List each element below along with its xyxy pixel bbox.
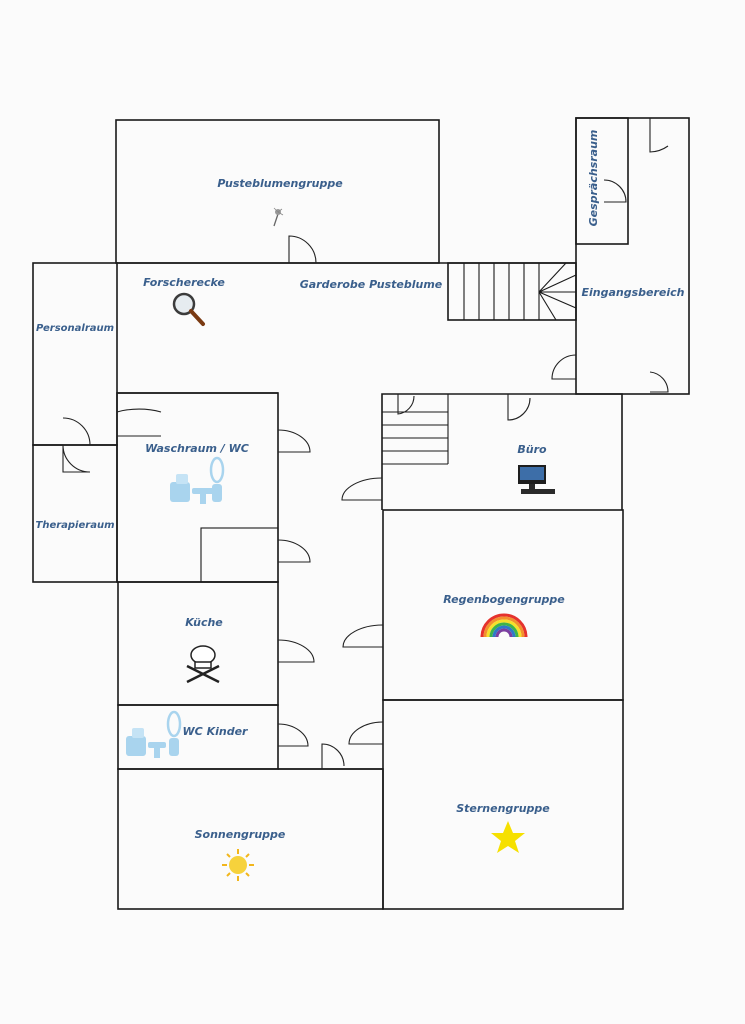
stairs-upper <box>447 262 577 321</box>
label-therapieraum: Therapieraum <box>36 520 115 531</box>
room-therapieraum <box>32 444 118 583</box>
label-sonnengruppe: Sonnengruppe <box>195 828 286 841</box>
label-kueche: Küche <box>185 616 223 629</box>
waschraum-cabin <box>200 527 279 583</box>
label-gespraechsraum: Gesprächsraum <box>587 130 600 227</box>
wall-buero <box>381 393 623 510</box>
rainbow-icon <box>480 613 528 638</box>
star-icon <box>491 821 525 853</box>
label-buero: Büro <box>517 443 547 456</box>
dandelion-icon <box>273 207 284 227</box>
room-eingangsbereich <box>575 117 690 395</box>
room-sternengruppe <box>382 699 624 910</box>
doors <box>62 118 669 769</box>
label-regenbogengruppe: Regenbogengruppe <box>443 593 565 606</box>
magnifier-icon <box>172 292 205 326</box>
toilet-icon <box>126 710 182 758</box>
label-eingangsbereich: Eingangsbereich <box>581 286 684 299</box>
toilet-icon <box>170 456 225 504</box>
room-pusteblumengruppe <box>115 119 440 264</box>
room-labels: Pusteblumengruppe Gesprächsraum Forscher… <box>36 130 685 841</box>
label-forscherecke: Forscherecke <box>143 276 225 289</box>
room-kueche <box>117 581 279 706</box>
chef-icon <box>186 645 220 684</box>
room-gespraechsraum <box>575 117 629 245</box>
label-sternengruppe: Sternengruppe <box>456 802 550 815</box>
label-personalraum: Personalraum <box>36 323 114 334</box>
room-personalraum <box>32 262 118 446</box>
room-waschraum <box>116 392 279 583</box>
walls <box>32 117 690 910</box>
sun-icon <box>222 849 254 881</box>
label-wc-kinder: WC Kinder <box>183 725 248 738</box>
label-pusteblumengruppe: Pusteblumengruppe <box>217 177 343 190</box>
computer-icon <box>518 465 555 494</box>
label-waschraum: Waschraum / WC <box>145 442 249 455</box>
stairs-lower <box>382 394 449 465</box>
label-garderobe: Garderobe Pusteblume <box>300 278 443 291</box>
